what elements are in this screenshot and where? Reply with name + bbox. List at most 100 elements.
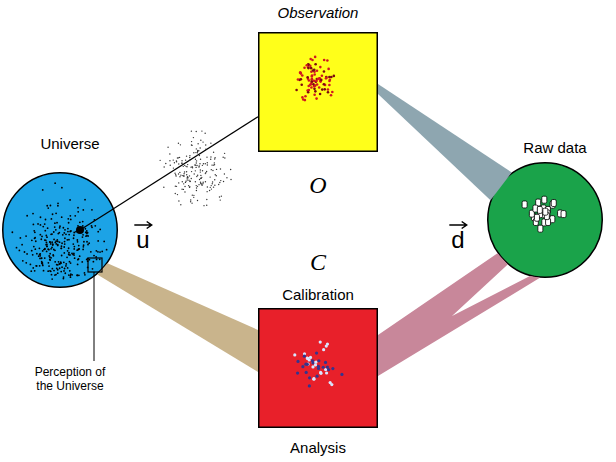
calibrated-dot xyxy=(308,376,311,379)
star-dot xyxy=(193,173,194,174)
star-dot xyxy=(195,167,196,168)
vector-symbol: d xyxy=(451,228,464,252)
star-dot xyxy=(106,249,108,251)
star-dot xyxy=(60,271,62,273)
star-dot xyxy=(197,152,198,153)
calibrated-dot xyxy=(304,363,307,366)
observed-dot xyxy=(311,78,314,81)
star-dot xyxy=(66,239,68,241)
star-dot xyxy=(220,199,221,200)
star-dot xyxy=(206,199,207,200)
star-dot xyxy=(68,247,70,249)
observed-dot xyxy=(313,94,316,97)
star-dot xyxy=(73,252,75,254)
star-dot xyxy=(95,250,97,252)
star-dot xyxy=(91,209,93,211)
star-dot xyxy=(32,254,34,256)
observed-dot xyxy=(307,91,310,94)
observed-point xyxy=(76,226,84,234)
star-dot xyxy=(191,145,192,146)
star-dot xyxy=(230,169,231,170)
star-dot xyxy=(57,272,59,274)
star-dot xyxy=(197,186,198,187)
star-dot xyxy=(49,259,51,261)
star-dot xyxy=(178,173,179,174)
star-dot xyxy=(211,164,212,165)
observed-dot xyxy=(297,78,300,81)
observed-dot xyxy=(327,91,330,94)
star-dot xyxy=(48,265,50,267)
observed-dot xyxy=(303,66,306,69)
star-dot xyxy=(69,215,71,217)
star-dot xyxy=(57,245,59,247)
star-dot xyxy=(99,258,101,260)
star-dot xyxy=(201,178,202,179)
star-dot xyxy=(46,246,48,248)
observed-dot xyxy=(320,79,323,82)
star-dot xyxy=(82,234,84,236)
calibrated-dot xyxy=(317,365,320,368)
star-dot xyxy=(54,182,56,184)
star-dot xyxy=(207,162,208,163)
calibrated-dot xyxy=(319,340,322,343)
calibrated-dot xyxy=(314,360,317,363)
star-dot xyxy=(193,137,194,138)
calibrated-dot xyxy=(311,359,314,362)
star-dot xyxy=(39,265,41,267)
star-dot xyxy=(191,144,192,145)
star-dot xyxy=(57,233,59,235)
star-dot xyxy=(40,238,42,240)
calibrated-dot xyxy=(329,381,332,384)
star-dot xyxy=(74,257,76,259)
calibrated-dot xyxy=(296,372,299,375)
star-dot xyxy=(88,259,90,261)
star-dot xyxy=(83,241,85,243)
star-dot xyxy=(70,219,72,221)
star-dot xyxy=(67,231,69,233)
star-dot xyxy=(44,248,46,250)
star-dot xyxy=(69,231,71,233)
star-dot xyxy=(49,253,51,255)
star-dot xyxy=(214,179,215,180)
star-dot xyxy=(36,253,38,255)
star-dot xyxy=(219,182,220,183)
star-dot xyxy=(191,141,192,142)
star-dot xyxy=(49,241,51,243)
star-dot xyxy=(49,259,51,261)
star-dot xyxy=(30,270,32,272)
star-dot xyxy=(200,178,201,179)
star-dot xyxy=(39,234,41,236)
star-dot xyxy=(178,200,179,201)
circle-fill xyxy=(3,173,118,288)
star-dot xyxy=(76,274,78,276)
star-dot xyxy=(176,160,177,161)
star-dot xyxy=(65,263,67,265)
star-dot xyxy=(220,168,221,169)
star-dot xyxy=(26,253,28,255)
star-dot xyxy=(183,166,184,167)
calibrated-dot xyxy=(306,357,309,360)
star-dot xyxy=(63,261,65,263)
star-dot xyxy=(19,237,21,239)
star-dot xyxy=(86,234,88,236)
star-dot xyxy=(66,256,68,258)
star-dot xyxy=(60,247,62,249)
observed-dot xyxy=(330,94,333,97)
star-dot xyxy=(189,155,190,156)
star-dot xyxy=(196,165,197,166)
star-dot xyxy=(85,231,87,233)
star-dot xyxy=(197,175,198,176)
sight-line xyxy=(114,117,258,209)
observed-dot xyxy=(323,70,326,73)
star-dot xyxy=(207,164,208,165)
star-dot xyxy=(74,215,76,217)
star-dot xyxy=(223,181,224,182)
star-dot xyxy=(214,185,215,186)
star-dot xyxy=(52,244,54,246)
observed-dot xyxy=(326,59,329,62)
star-dot xyxy=(40,224,42,226)
star-dot xyxy=(103,241,105,243)
star-dot xyxy=(94,225,96,227)
star-dot xyxy=(70,273,72,275)
star-dot xyxy=(68,252,70,254)
